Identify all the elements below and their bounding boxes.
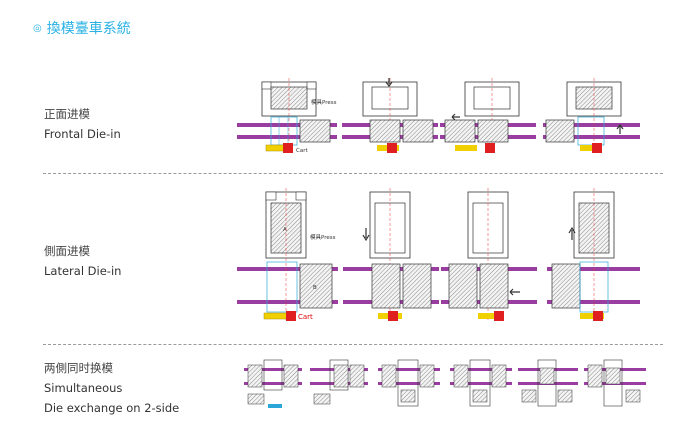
row-label-en: Die exchange on 2-side [44,401,180,415]
press-label: 模具Press [311,98,337,106]
lateral-panel-4 [547,188,640,321]
frontal-panel-1: 模具Press Cart [237,78,337,154]
frontal-panel-2 [342,78,438,153]
frontal-panel-4 [543,78,640,153]
arrow-up-icon [568,226,576,240]
arrow-down-icon [362,228,370,242]
row-label-zh: 两側同时换模 [44,361,113,375]
lateral-panel-1: A B 模具Press Cart [237,188,338,321]
cart-label: Cart [296,148,308,154]
lateral-panel-3 [441,188,537,321]
row-label-simultaneous: 两側同时换模 Simultaneous Die exchange on 2-si… [44,358,179,418]
arrow-left-icon [451,113,460,121]
divider [43,173,663,174]
die-a-label: A [283,227,287,233]
arrow-up-icon [616,124,624,134]
row-label-en: Lateral Die-in [44,264,122,278]
row-label-zh: 正面进模 [44,107,90,121]
row-label-en: Simultaneous [44,381,123,395]
press-label: 模具Press [310,233,336,241]
divider [43,344,663,345]
row-label-en: Frontal Die-in [44,127,121,141]
cart-label: Cart [298,313,313,321]
simultaneous-panels [244,359,646,408]
arrow-left-icon [509,288,520,296]
row-label-lateral: 側面进模 Lateral Die-in [44,241,121,281]
row-label-frontal: 正面进模 Frontal Die-in [44,104,121,144]
page-title: ◎ 換模臺車系統 [33,18,131,38]
row-label-zh: 側面进模 [44,244,90,258]
die-b-label: B [313,285,317,291]
title-text: 換模臺車系統 [46,21,131,37]
bullet-icon: ◎ [33,23,42,34]
arrow-down-icon [385,78,393,87]
lateral-panel-2 [343,188,439,321]
frontal-panel-3 [440,78,536,153]
